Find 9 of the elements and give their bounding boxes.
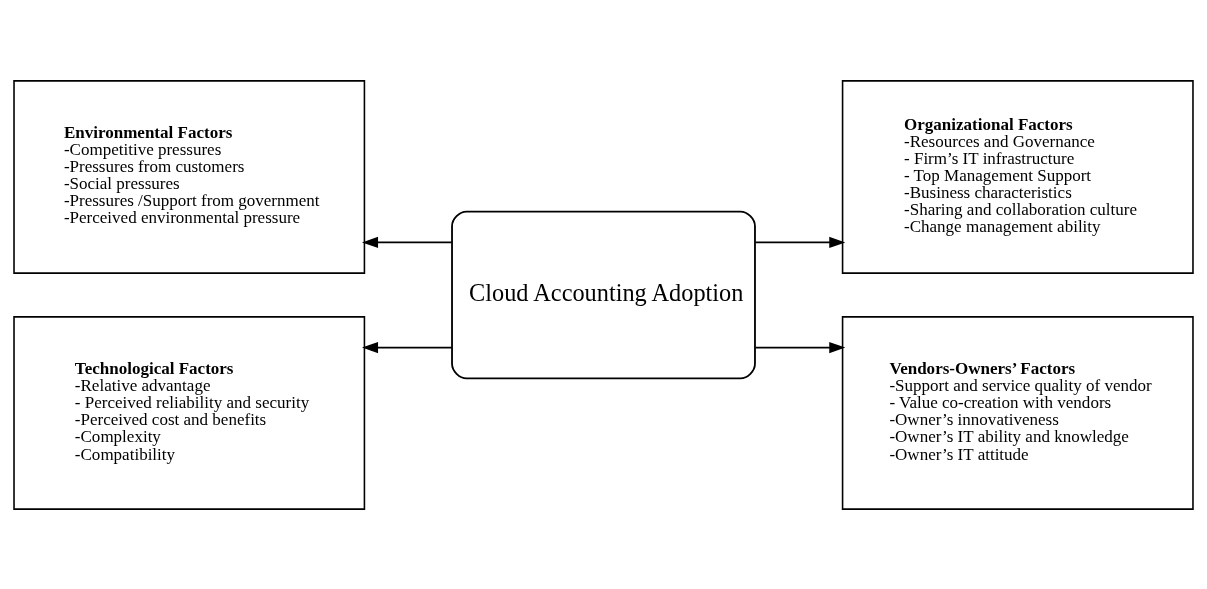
node-box: Environmental Factors -Competitive pressures -Pressures from customers -Social pressures -Pressures /Support from government -Perceived environmental pressure xyxy=(13,79,366,274)
arrow xyxy=(361,236,453,248)
node-box: Organizational Factors -Resources and Governance - Firm’s IT infrastructure - Top Management Support -Business characteristics -Sharing and collaboration culture -Change management ability xyxy=(841,79,1194,274)
node-box: Cloud Accounting Adoption xyxy=(451,210,756,379)
arrow xyxy=(361,341,453,353)
arrow xyxy=(754,236,846,248)
node-box: Technological Factors -Relative advantage - Perceived reliability and security -Perceived cost and benefits -Complexity -Compatibility xyxy=(13,315,366,510)
arrow xyxy=(754,341,846,353)
node-box: Vendors-Owners’ Factors -Support and service quality of vendor - Value co-creation with vendors -Owner’s innovativeness -Owner’s IT ability and knowledge -Owner’s IT attitude xyxy=(841,315,1194,510)
